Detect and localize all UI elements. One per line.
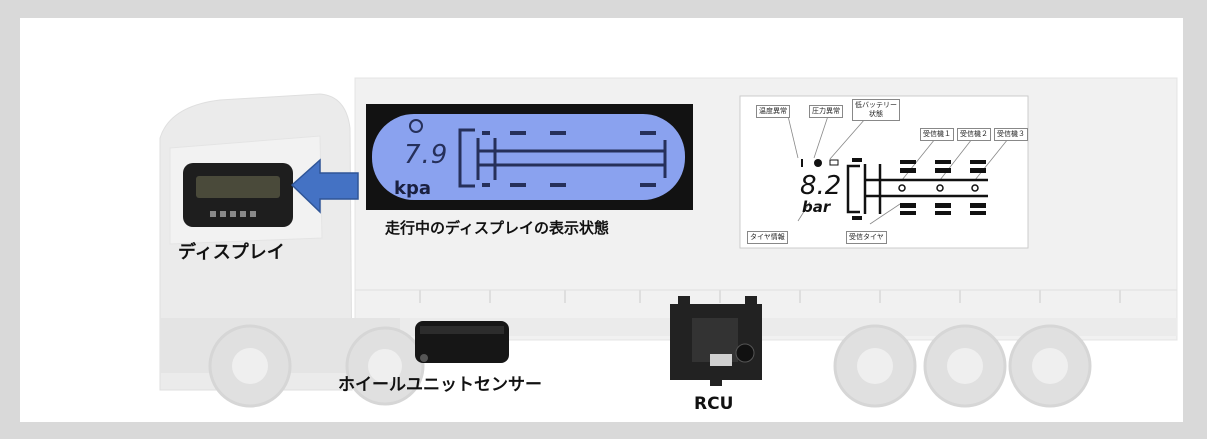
lcd-pressure-value: 7.9	[404, 140, 449, 170]
wheel-unit-sensor	[415, 321, 509, 363]
schematic-pressure-unit: bar	[802, 198, 831, 216]
callout-receiver-1: 受信機１	[920, 128, 954, 141]
callout-receiver-3: 受信機３	[994, 128, 1028, 141]
lcd-display-photo	[366, 104, 693, 210]
lcd-pressure-unit: kpa	[394, 178, 432, 199]
diagram-frame: 7.9 kpa 8.2 bar 温度異常 圧力異常 低バッテリー 状態 受信機１…	[20, 18, 1183, 422]
label-wheel-unit-sensor: ホイールユニットセンサー	[338, 375, 542, 395]
callout-receiving-tire: 受信タイヤ	[846, 231, 887, 244]
rcu-device	[670, 296, 762, 386]
label-rcu: RCU	[694, 394, 734, 414]
arrow-pointer	[290, 158, 359, 214]
label-lcd-caption: 走行中のディスプレイの表示状態	[385, 219, 609, 237]
callout-pressure-abnormal: 圧力異常	[809, 105, 843, 118]
schematic-pressure-value: 8.2	[800, 171, 842, 201]
truck-illustration	[159, 77, 1178, 408]
label-display: ディスプレイ	[178, 242, 285, 263]
callout-low-battery: 低バッテリー 状態	[852, 99, 900, 121]
callout-tire-info: タイヤ情報	[747, 231, 788, 244]
display-device	[183, 163, 293, 227]
tpms-schematic	[739, 95, 1029, 249]
callout-temp-abnormal: 温度異常	[756, 105, 790, 118]
callout-receiver-2: 受信機２	[957, 128, 991, 141]
